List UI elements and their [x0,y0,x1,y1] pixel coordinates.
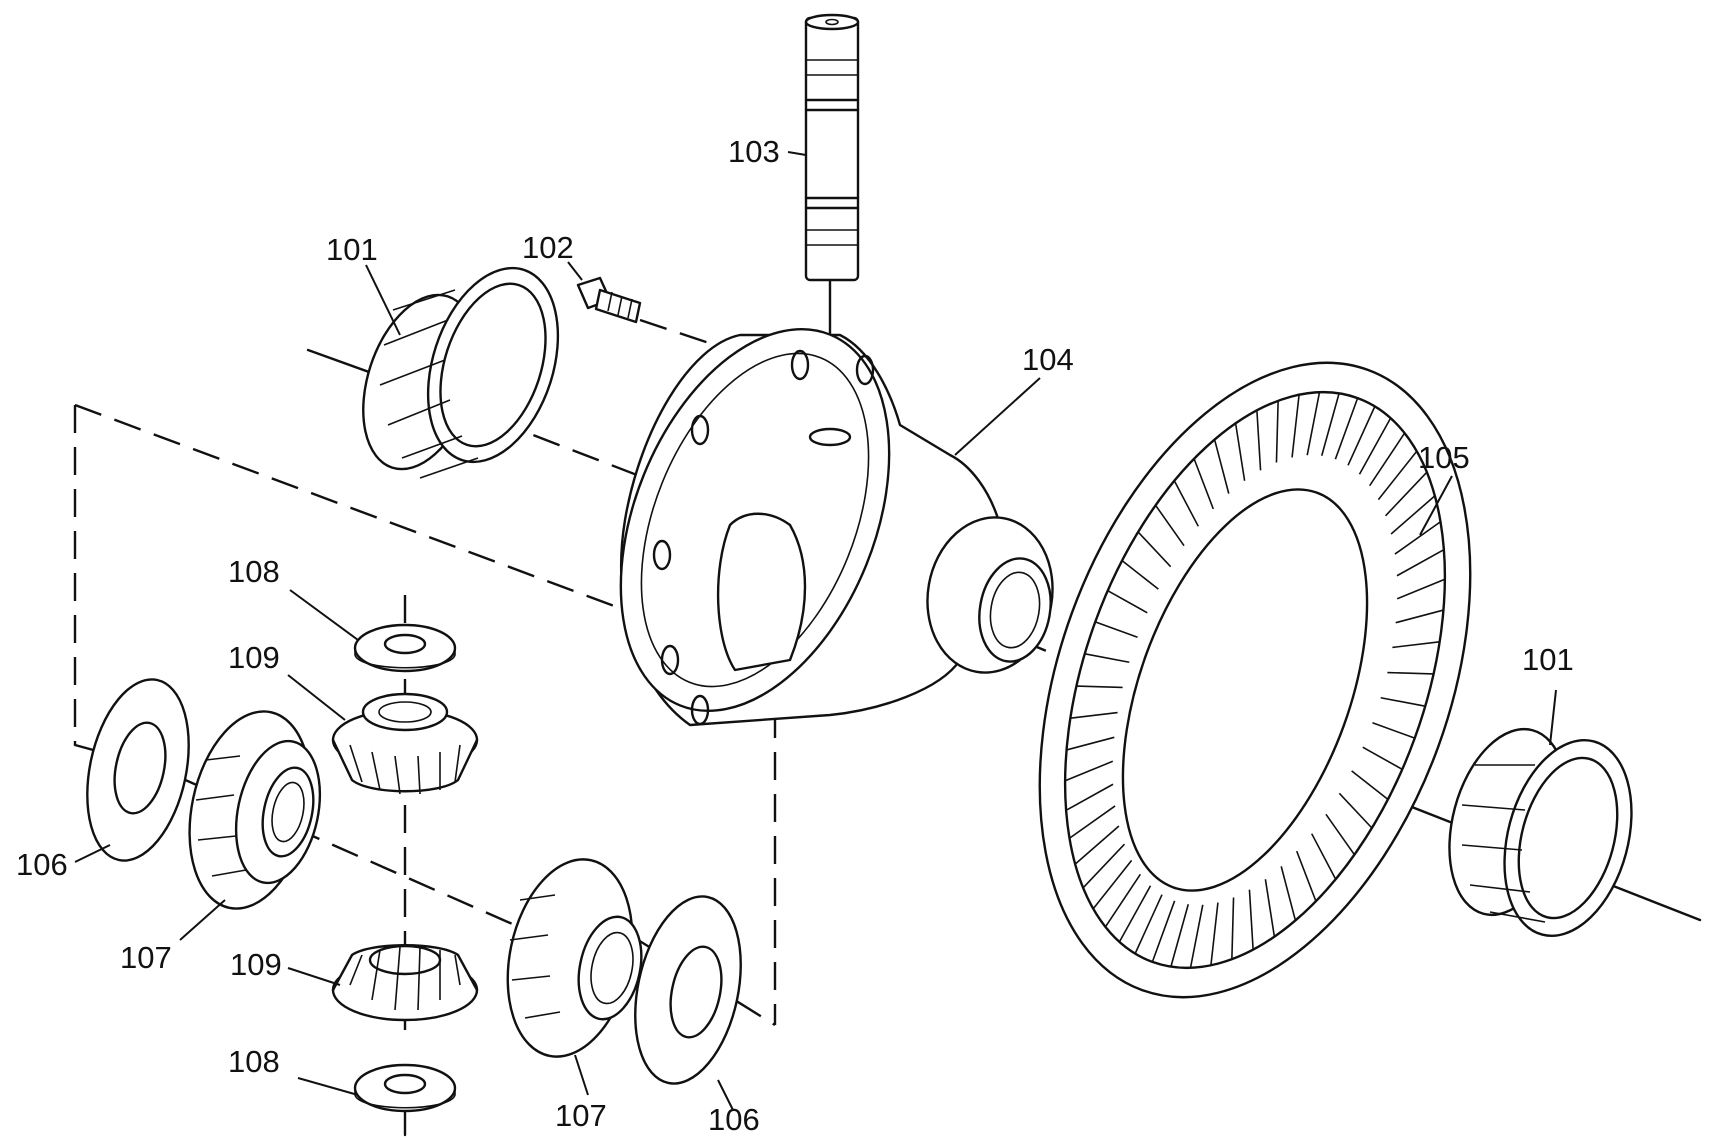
callout-103: 103 [728,134,780,169]
callout-109-bottom: 109 [230,947,282,982]
ring-gear-tooth [1137,531,1172,568]
ring-gear-tooth [1394,521,1441,555]
ring-gear-tooth [1121,559,1159,590]
ring-gear-tooth [1134,894,1163,954]
ring-gear-teeth [1064,392,1446,968]
ring-gear-tooth [1173,480,1200,527]
ring-gear-tooth [1070,711,1118,720]
ring-gear-tooth [1387,671,1434,675]
ring-gear-tooth [1362,746,1403,771]
ring-gear-tooth [1076,685,1123,689]
ring-gear-tooth [1264,879,1276,937]
ring-gear-tooth [1395,609,1444,624]
ring-gear-tooth [1291,394,1300,458]
callout-101-right: 101 [1522,642,1574,677]
ring-gear-tooth [1275,400,1279,463]
ring-gear-tooth [1380,696,1426,708]
side-gear-107-right [506,858,643,1058]
ring-gear-tooth [1069,805,1116,839]
ring-gear-tooth [1104,873,1142,928]
ring-gear-tooth [1066,736,1115,751]
callout-101-left: 101 [326,232,378,267]
ring-gear-tooth [1248,889,1254,950]
ring-gear-tooth [1082,843,1126,889]
callout-107-left: 107 [120,940,172,975]
callout-108-bottom: 108 [228,1044,280,1079]
ring-gear-tooth [1084,652,1130,664]
callout-102: 102 [522,230,574,265]
differential-case-104 [619,327,1054,727]
ring-gear-tooth [1189,904,1204,968]
pinion-shaft-103 [804,13,860,282]
ring-gear-tooth [1234,423,1246,481]
side-gear-thrust-washer-106-left [86,678,190,862]
ring-gear-tooth [1256,410,1262,471]
ring-gear-tooth [1213,439,1230,494]
ring-gear-tooth [1151,900,1176,963]
side-bearing-101-right [1448,727,1633,938]
ring-gear-tooth [1295,850,1317,902]
ring-gear-tooth [1092,859,1133,910]
leader-lines [74,151,1557,1111]
side-gear-thrust-washer-106-right [634,895,742,1085]
callout-labels: 103 101 102 104 105 101 108 109 106 107 … [16,134,1574,1137]
side-gear-107-left [188,710,322,910]
ring-gear-tooth [1377,450,1418,501]
ring-gear-tooth [1392,640,1440,649]
ring-gear-tooth [1320,393,1340,456]
callout-106-right: 106 [708,1102,760,1137]
ring-gear-tooth [1334,397,1359,460]
ring-gear-tooth [1074,825,1120,865]
ring-gear-tooth [1358,417,1392,475]
ring-gear-tooth [1396,548,1445,577]
ring-gear-tooth [1325,813,1356,856]
ring-gear-tooth [1306,392,1321,456]
pinion-shaft-bolt-102 [576,276,642,324]
ring-gear-105 [1038,361,1472,999]
ring-gear-tooth [1347,406,1376,466]
ring-gear-tooth [1094,621,1138,638]
callout-104: 104 [1022,342,1074,377]
pinion-gear-109-top [331,692,479,795]
ring-gear-tooth [1170,904,1190,967]
ring-gear-tooth [1338,792,1373,829]
ring-gear-tooth [1390,495,1436,535]
ring-gear-tooth [1231,897,1235,960]
side-bearing-101-left [362,266,560,479]
pinion-thrust-washer-108-top [353,623,457,673]
ring-gear-tooth [1118,885,1152,943]
ring-gear-tooth [1396,578,1446,600]
ring-gear-tooth [1280,866,1297,921]
ring-gear-tooth [1310,833,1337,880]
callout-105: 105 [1418,440,1470,475]
ring-gear-tooth [1368,432,1406,487]
ring-gear-tooth [1372,722,1416,739]
ring-gear-tooth [1351,770,1389,801]
callout-107-right: 107 [555,1098,607,1133]
callout-108-top: 108 [228,554,280,589]
callout-106-left: 106 [16,847,68,882]
ring-gear-tooth [1154,504,1185,547]
ring-gear-tooth [1065,783,1114,812]
ring-gear-tooth [1193,458,1215,510]
ring-gear-tooth [1210,902,1219,966]
callout-109-top: 109 [228,640,280,675]
ring-gear-tooth [1064,760,1114,782]
ring-gear-tooth [1384,471,1428,517]
ring-gear-tooth [1107,589,1148,614]
pinion-gear-109-bottom [331,944,479,1022]
pinion-thrust-washer-108-bottom [353,1063,457,1113]
